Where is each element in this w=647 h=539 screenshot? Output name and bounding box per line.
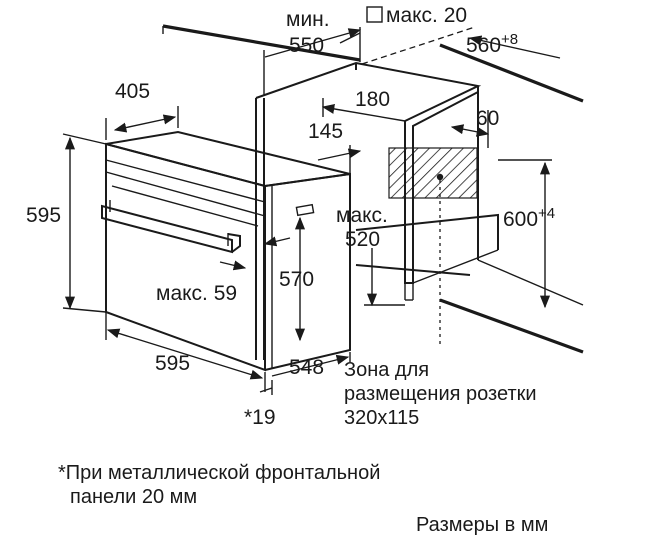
socket-zone-line2: размещения розетки <box>344 383 537 405</box>
label-595-left: 595 <box>26 204 61 227</box>
label-max-20: макс. 20 <box>386 4 467 27</box>
label-595-bottom: 595 <box>155 352 190 375</box>
square-symbol <box>366 6 383 23</box>
oven <box>101 130 351 372</box>
socket-zone-line1: Зона для <box>344 359 429 381</box>
label-max-520-word: макс. <box>336 204 388 227</box>
label-405: 405 <box>115 80 150 103</box>
label-560: 560+8 <box>466 31 518 57</box>
label-550: 550 <box>289 34 324 57</box>
cabinet-niche <box>255 61 499 360</box>
socket-zone <box>388 147 478 345</box>
label-520: 520 <box>345 228 380 251</box>
label-600: 600+4 <box>503 205 555 231</box>
label-570: 570 <box>279 268 314 291</box>
label-548: 548 <box>289 356 324 379</box>
label-max-59: макс. 59 <box>156 282 237 305</box>
dimension-lines <box>62 26 584 395</box>
footnote-line1: *При металлической фронтальной <box>58 462 380 484</box>
label-60: 60 <box>476 107 499 130</box>
worktop <box>162 24 584 103</box>
units-note: Размеры в мм <box>416 514 548 536</box>
footnote-line2: панели 20 мм <box>70 486 197 508</box>
label-19: *19 <box>244 406 276 429</box>
label-180: 180 <box>355 88 390 111</box>
label-145: 145 <box>308 120 343 143</box>
socket-zone-line3: 320x115 <box>344 407 419 429</box>
label-min: мин. <box>286 8 330 31</box>
